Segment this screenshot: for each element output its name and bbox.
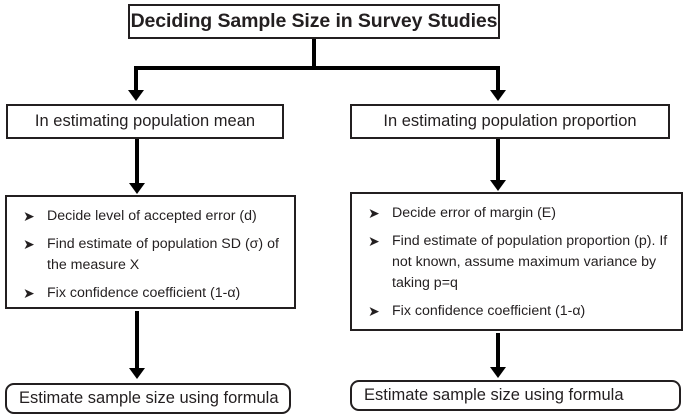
arrowhead-proportion-to-result	[490, 367, 506, 378]
result-text-proportion: Estimate sample size using formula	[364, 386, 624, 404]
connector-mean-to-result	[135, 311, 139, 369]
steps-list-proportion: ➤ Decide error of margin (E) ➤ Find esti…	[360, 203, 673, 322]
result-text-mean: Estimate sample size using formula	[19, 389, 279, 407]
flowchart-title-box: Deciding Sample Size in Survey Studies	[128, 4, 500, 39]
arrow-bullet-icon: ➤	[23, 236, 35, 253]
result-box-proportion: Estimate sample size using formula	[350, 380, 681, 411]
connector-left-drop	[134, 66, 138, 91]
connector-proportion-to-steps	[496, 139, 500, 181]
connector-right-drop	[496, 66, 500, 91]
arrowhead-to-branch-proportion	[490, 90, 506, 101]
list-item: ➤ Find estimate of population proportion…	[360, 231, 673, 294]
list-item: ➤ Fix confidence coefficient (1-α)	[360, 301, 673, 322]
steps-box-proportion: ➤ Decide error of margin (E) ➤ Find esti…	[350, 192, 683, 331]
arrowhead-proportion-to-steps	[490, 180, 506, 191]
branch-box-mean: In estimating population mean	[6, 104, 284, 139]
step-text: Decide error of margin (E)	[392, 205, 556, 221]
branch-label-proportion: In estimating population proportion	[383, 112, 637, 130]
result-box-mean: Estimate sample size using formula	[5, 383, 291, 414]
arrow-bullet-icon: ➤	[23, 285, 35, 302]
step-text: Fix confidence coefficient (1-α)	[47, 285, 241, 302]
step-text: Fix confidence coefficient (1-α)	[392, 303, 586, 320]
arrowhead-to-branch-mean	[128, 90, 144, 101]
steps-box-mean: ➤ Decide level of accepted error (d) ➤ F…	[5, 195, 296, 309]
arrowhead-mean-to-steps	[129, 183, 145, 194]
arrow-bullet-icon: ➤	[368, 233, 380, 250]
branch-box-proportion: In estimating population proportion	[350, 104, 670, 139]
step-text: Decide level of accepted error (d)	[47, 208, 257, 224]
arrowhead-mean-to-result	[129, 368, 145, 379]
list-item: ➤ Decide error of margin (E)	[360, 203, 673, 224]
steps-list-mean: ➤ Decide level of accepted error (d) ➤ F…	[15, 206, 286, 304]
connector-proportion-to-result	[496, 333, 500, 368]
step-text: Find estimate of population proportion (…	[392, 233, 668, 292]
list-item: ➤ Fix confidence coefficient (1-α)	[15, 283, 286, 304]
arrow-bullet-icon: ➤	[368, 205, 380, 221]
step-text: Find estimate of population SD (σ) of th…	[47, 236, 279, 274]
arrow-bullet-icon: ➤	[368, 303, 380, 320]
branch-label-mean: In estimating population mean	[34, 112, 256, 130]
flowchart-title-text: Deciding Sample Size in Survey Studies	[130, 10, 498, 32]
connector-title-stem	[312, 39, 316, 66]
list-item: ➤ Decide level of accepted error (d)	[15, 206, 286, 227]
arrow-bullet-icon: ➤	[23, 208, 35, 224]
connector-split-bar	[134, 66, 500, 70]
list-item: ➤ Find estimate of population SD (σ) of …	[15, 234, 286, 276]
connector-mean-to-steps	[135, 139, 139, 184]
